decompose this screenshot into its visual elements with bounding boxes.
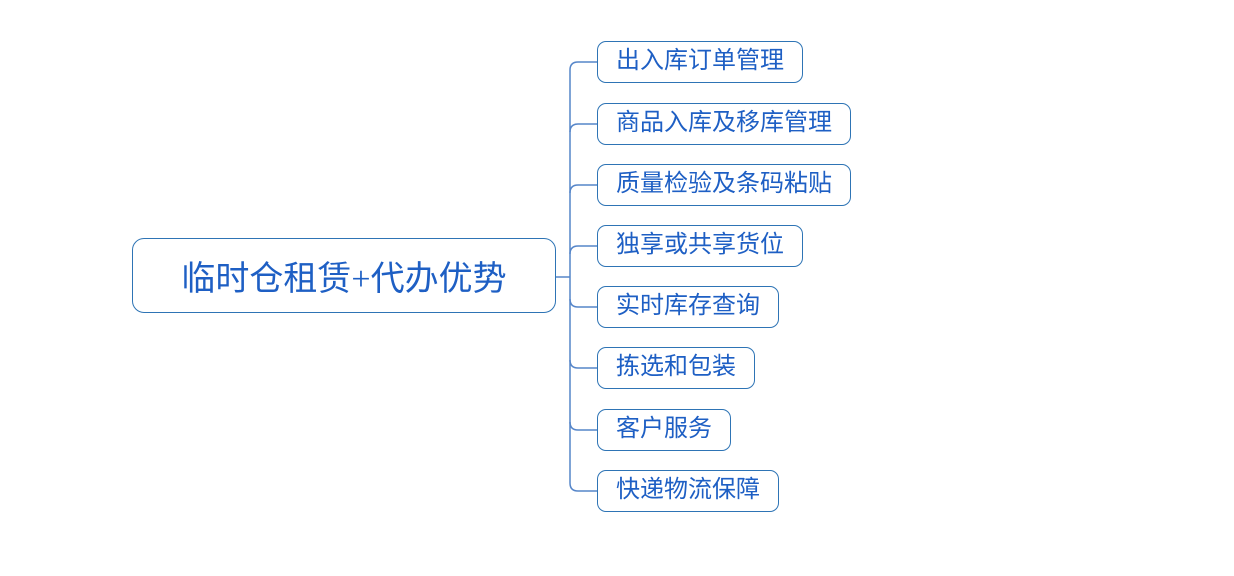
node-label: 质量检验及条码粘贴 bbox=[616, 171, 832, 197]
child-node-exclusive-shared-slots[interactable]: 独享或共享货位 bbox=[597, 225, 803, 267]
child-node-inbound-relocation[interactable]: 商品入库及移库管理 bbox=[597, 103, 851, 145]
node-label: 实时库存查询 bbox=[616, 293, 760, 319]
node-label: 快递物流保障 bbox=[616, 477, 760, 503]
connector-branch-4 bbox=[569, 245, 597, 255]
connector-branch-2 bbox=[569, 123, 597, 133]
child-node-picking-packing[interactable]: 拣选和包装 bbox=[597, 347, 755, 389]
node-label: 客户服务 bbox=[616, 416, 712, 442]
connector-branch-6 bbox=[569, 359, 597, 369]
child-node-realtime-inventory[interactable]: 实时库存查询 bbox=[597, 286, 779, 328]
connector-branch-3 bbox=[569, 184, 597, 194]
child-node-express-logistics[interactable]: 快递物流保障 bbox=[597, 470, 779, 512]
connector-branch-7 bbox=[569, 421, 597, 431]
connector-branch-5 bbox=[569, 298, 597, 308]
node-label: 出入库订单管理 bbox=[616, 48, 784, 74]
child-node-order-management[interactable]: 出入库订单管理 bbox=[597, 41, 803, 83]
root-node[interactable]: 临时仓租赁+代办优势 bbox=[132, 238, 556, 313]
node-label: 拣选和包装 bbox=[616, 354, 736, 380]
child-node-customer-service[interactable]: 客户服务 bbox=[597, 409, 731, 451]
connector-branch-8 bbox=[569, 482, 597, 492]
node-label: 商品入库及移库管理 bbox=[616, 110, 832, 136]
node-label: 独享或共享货位 bbox=[616, 232, 784, 258]
child-node-quality-barcode[interactable]: 质量检验及条码粘贴 bbox=[597, 164, 851, 206]
connector-branch-1 bbox=[569, 61, 597, 71]
root-node-label: 临时仓租赁+代办优势 bbox=[181, 261, 507, 298]
